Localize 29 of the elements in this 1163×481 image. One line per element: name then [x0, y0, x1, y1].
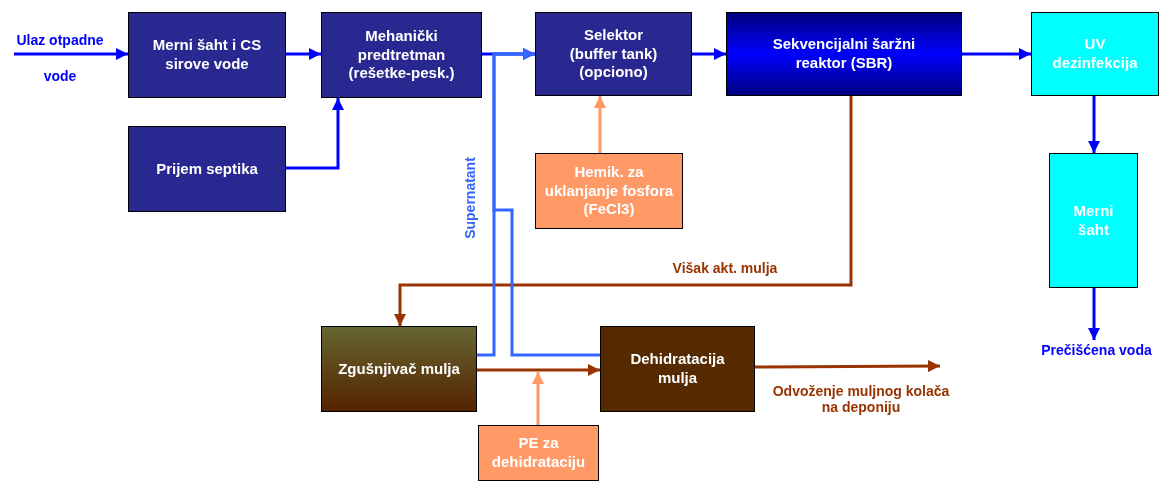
edge-label: Ulaz otpadne vode	[15, 31, 105, 86]
arrow	[755, 360, 940, 373]
process-box: Prijem septika	[128, 126, 286, 212]
process-box: Merni šaht i CS sirove vode	[128, 12, 286, 98]
arrow	[1088, 96, 1100, 153]
process-box: UV dezinfekcija	[1031, 12, 1159, 96]
edge-label: Višak akt. mulja	[671, 260, 779, 276]
arrow	[692, 48, 726, 60]
arrow	[286, 98, 344, 170]
process-box: Dehidratacija mulja	[600, 326, 755, 412]
arrow	[594, 96, 606, 153]
process-box: Merni šaht	[1049, 153, 1138, 288]
arrow	[492, 48, 600, 357]
process-box: Zgušnjivač mulja	[321, 326, 477, 412]
process-box: Selektor (buffer tank) (opciono)	[535, 12, 692, 96]
arrow	[394, 96, 853, 326]
arrow	[532, 372, 544, 425]
arrow	[477, 364, 600, 376]
edge-label: Odvoženje muljnog kolača na deponiju	[772, 383, 950, 415]
process-box: Mehanički predtretman (rešetke-pesk.)	[321, 12, 482, 98]
edge-label: Supernatant	[462, 156, 478, 241]
arrow	[962, 48, 1031, 60]
output-label: Prečišćena voda	[1030, 340, 1163, 362]
arrow	[14, 48, 128, 60]
process-box: PE za dehidrataciju	[478, 425, 599, 481]
process-box: Sekvencijalni šaržni reaktor (SBR)	[726, 12, 962, 96]
arrow	[286, 48, 321, 60]
process-box: Hemik. za uklanjanje fosfora (FeCl3)	[535, 153, 683, 229]
arrow	[1088, 288, 1100, 340]
